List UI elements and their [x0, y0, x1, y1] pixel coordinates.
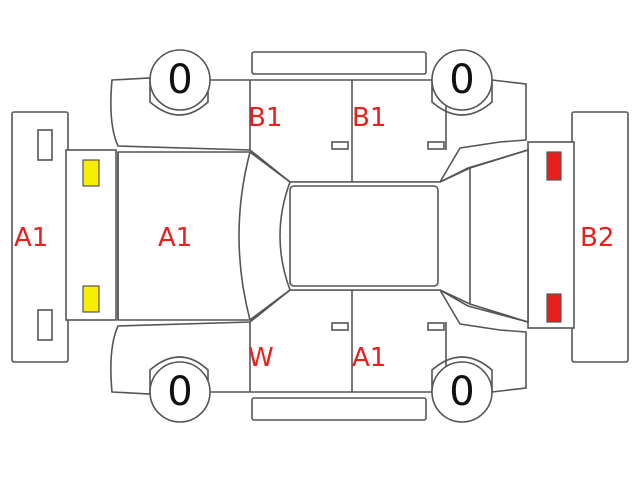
mark-top-front-door: B1	[248, 103, 282, 133]
mark-front-bumper: A1	[14, 223, 48, 253]
rear-lamp-red-bottom	[546, 293, 562, 323]
car-side-top	[110, 77, 527, 183]
mark-rear-bumper: B2	[580, 223, 614, 253]
rear-lamp-frame	[527, 141, 575, 329]
car-top-view	[117, 148, 529, 324]
tire-top-rear: 0	[431, 49, 493, 111]
tire-top-rear-value: 0	[449, 57, 474, 103]
tire-bottom-front-value: 0	[167, 369, 192, 415]
roof-rail-top	[251, 51, 427, 75]
mark-hood: A1	[158, 223, 192, 253]
car-side-bottom	[110, 289, 527, 395]
roof-rail-bottom	[251, 397, 427, 421]
tire-bottom-rear: 0	[431, 361, 493, 423]
rear-lamp-red-top	[546, 151, 562, 181]
tire-top-front: 0	[149, 49, 211, 111]
front-lamp-yellow-bottom	[82, 285, 100, 313]
mark-top-rear-door: B1	[352, 103, 386, 133]
mark-bottom-front-door: W	[248, 343, 274, 373]
front-lamp-yellow-top	[82, 159, 100, 187]
front-lamp-frame	[65, 149, 117, 321]
tire-bottom-rear-value: 0	[449, 369, 474, 415]
tire-top-front-value: 0	[167, 57, 192, 103]
tire-bottom-front: 0	[149, 361, 211, 423]
mark-bottom-rear-door: A1	[352, 343, 386, 373]
